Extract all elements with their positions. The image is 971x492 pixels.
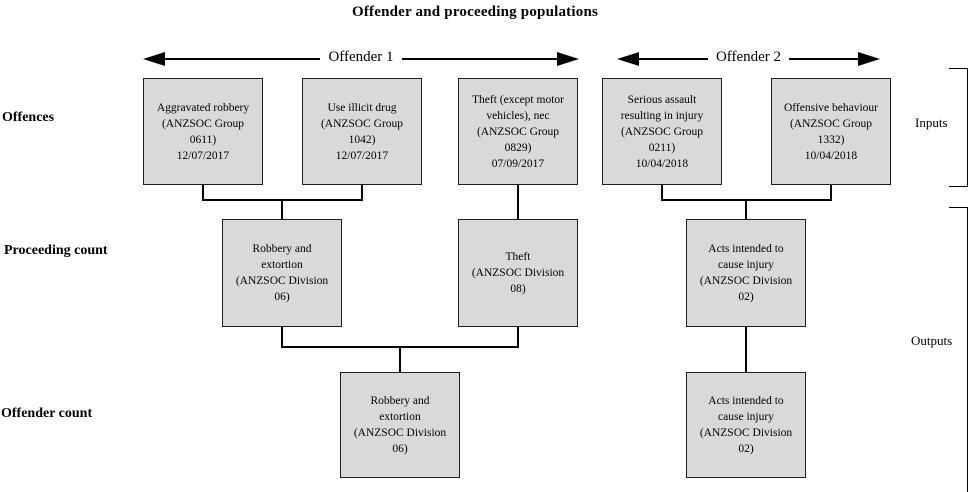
arrow-shaft-line <box>165 57 321 60</box>
outputs-bracket <box>949 207 968 492</box>
offence-box-offensive-behaviour: Offensive behaviour (ANZSOC Group 1332) … <box>771 78 891 185</box>
connector-line <box>281 199 283 219</box>
connector-line <box>745 327 747 372</box>
offender2-span-arrow: Offender 2 <box>617 49 880 67</box>
connector-line <box>517 327 519 348</box>
offender1-span-arrow: Offender 1 <box>143 49 579 67</box>
connector-line <box>830 185 832 200</box>
offender2-label: Offender 2 <box>715 49 782 65</box>
offences-row-label: Offences <box>2 110 55 125</box>
proceeding-count-row-label: Proceeding count <box>4 243 108 258</box>
offender-count-row-label: Offender count <box>1 406 93 421</box>
outputs-label: Outputs <box>911 333 953 348</box>
arrow-shaft-line <box>789 57 858 60</box>
proceeding-box-theft: Theft (ANZSOC Division 08) <box>458 219 578 327</box>
offence-box-theft-except-motor-vehicles: Theft (except motor vehicles), nec (ANZS… <box>458 78 578 185</box>
right-arrowhead-icon <box>858 51 880 66</box>
left-arrowhead-icon <box>617 51 639 66</box>
arrow-shaft-line <box>401 57 557 60</box>
left-arrowhead-icon <box>143 51 165 66</box>
connector-line <box>361 185 363 200</box>
connector-line <box>661 185 663 200</box>
connector-line <box>399 346 401 372</box>
offender-box-acts-intended-to-cause-injury: Acts intended to cause injury (ANZSOC Di… <box>686 372 806 478</box>
connector-line <box>745 199 747 219</box>
connector-line <box>517 185 519 219</box>
connector-line <box>281 327 283 348</box>
right-arrowhead-icon <box>557 51 579 66</box>
inputs-label: Inputs <box>915 115 948 130</box>
inputs-bracket <box>949 68 968 187</box>
proceeding-box-acts-intended-to-cause-injury: Acts intended to cause injury (ANZSOC Di… <box>686 219 806 327</box>
arrow-shaft-line <box>639 57 708 60</box>
offence-box-serious-assault: Serious assault resulting in injury (ANZ… <box>602 78 722 185</box>
connector-line <box>202 185 204 200</box>
offender-box-robbery-and-extortion: Robbery and extortion (ANZSOC Division 0… <box>340 372 460 478</box>
page-title: Offender and proceeding populations <box>351 4 599 20</box>
proceeding-box-robbery-and-extortion: Robbery and extortion (ANZSOC Division 0… <box>222 219 342 327</box>
offender1-label: Offender 1 <box>328 49 394 65</box>
offence-box-aggravated-robbery: Aggravated robbery (ANZSOC Group 0611) 1… <box>143 78 263 185</box>
offence-box-use-illicit-drug: Use illicit drug (ANZSOC Group 1042) 12/… <box>302 78 422 185</box>
